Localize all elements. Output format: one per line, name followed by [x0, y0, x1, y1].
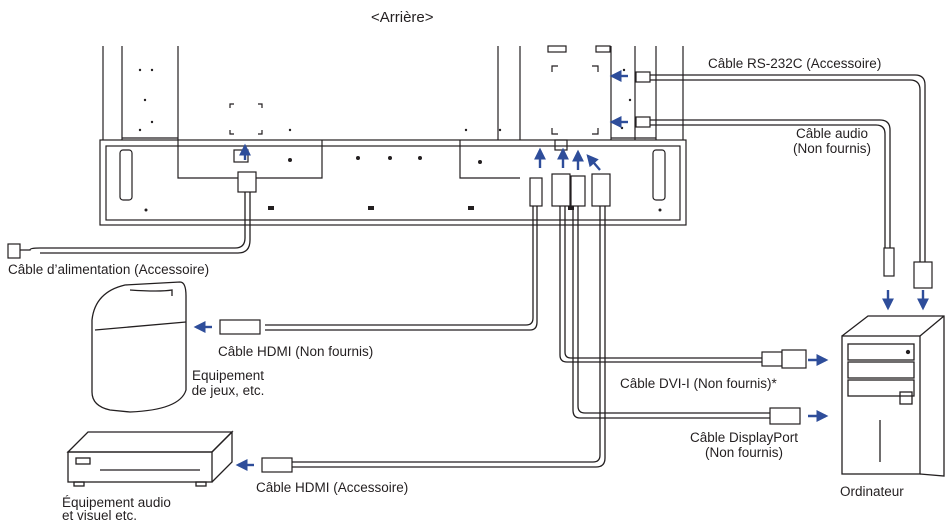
audio-cable-label-line2: (Non fournis): [792, 141, 872, 156]
computer-illustration: [841, 315, 945, 477]
cable-lines: [18, 74, 926, 468]
diagram-title: <Arrière>: [371, 9, 434, 26]
computer-label: Ordinateur: [840, 484, 904, 499]
audio-cable-label-line1: Câble audio: [795, 126, 869, 141]
av-device-illustration: [66, 430, 234, 487]
direction-arrows: [193, 70, 929, 471]
dvi-cable-label: Câble DVI-I (Non fournis)*: [620, 376, 777, 391]
rs232c-cable-label: Câble RS-232C (Accessoire): [708, 56, 882, 71]
game-equipment-label: Equipement de jeux, etc.: [184, 368, 272, 398]
cable-connectors: [7, 71, 933, 473]
av-equipment-label: Équipement audio et visuel etc.: [62, 495, 171, 523]
monitor-screw-dots: [138, 68, 662, 212]
displayport-cable-label-line1: Câble DisplayPort: [689, 430, 799, 445]
monitor-back-panel: [99, 45, 687, 226]
av-equipment-label-line2: et visuel etc.: [62, 508, 138, 523]
game-equipment-label-line1: Equipement: [191, 368, 265, 383]
displayport-cable-label: Câble DisplayPort (Non fournis): [674, 430, 814, 460]
av-equipment-label-line1: Équipement audio: [62, 495, 171, 510]
hdmi-game-cable-label: Câble HDMI (Non fournis): [218, 344, 374, 359]
displayport-cable-label-line2: (Non fournis): [704, 445, 784, 460]
game-console-illustration: [91, 281, 187, 413]
game-equipment-label-line2: de jeux, etc.: [191, 383, 265, 398]
audio-cable-label: Câble audio (Non fournis): [780, 126, 884, 156]
power-cable-label: Câble d’alimentation (Accessoire): [8, 262, 210, 277]
hdmi-av-cable-label: Câble HDMI (Accessoire): [256, 480, 409, 495]
